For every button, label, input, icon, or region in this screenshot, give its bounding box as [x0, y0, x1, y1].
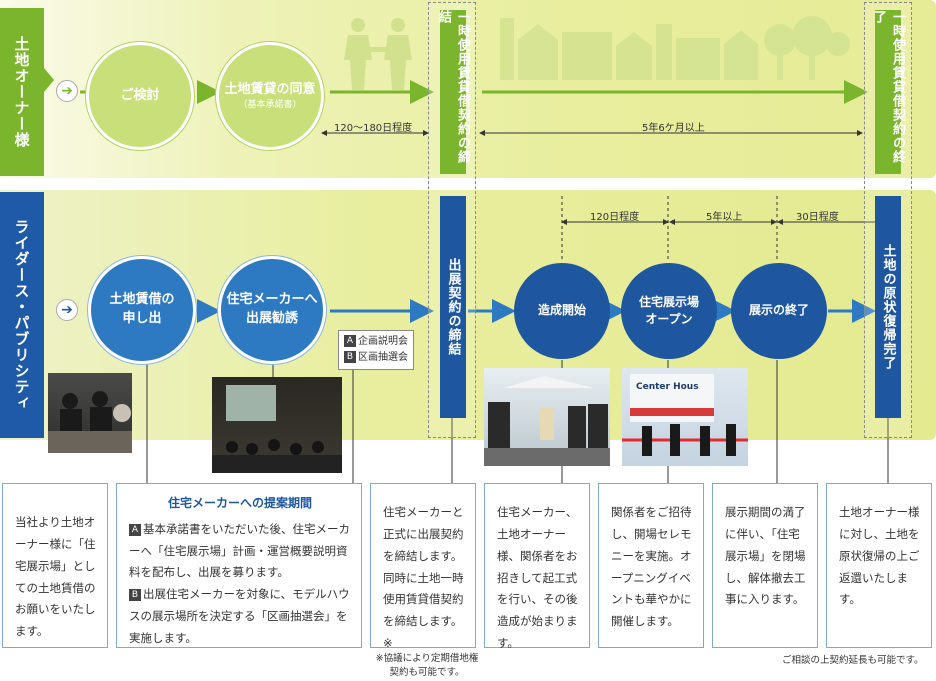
owner-step-consider-label: ご検討	[120, 87, 160, 103]
rider-contract-bar: 出展契約の締結	[440, 196, 466, 418]
owner-end-bar: 一時使用賃貸借契約の終了	[871, 10, 905, 174]
card-open-text: 関係者をご招待し、開場セレモニーを実施。オープニングイベントも華やかに開催します…	[611, 505, 692, 629]
owner-period-label-1: 120〜180日程度	[334, 123, 413, 134]
note-lease-line1: ※協議により定期借地権	[375, 653, 479, 664]
owner-contract-label: 一時使用賃貸借契約の締結	[436, 10, 470, 164]
rider-step-construction-label: 造成開始	[537, 303, 586, 318]
rider-step-invite-line2: 出展勧誘	[245, 311, 298, 326]
meeting-photo	[48, 373, 132, 453]
rider-period-label-a: 120日程度	[590, 212, 640, 223]
ceremony-photo	[484, 368, 610, 466]
rider-step-request-line2: 申し出	[122, 311, 162, 326]
rider-step-open: 住宅展示場オープン	[621, 263, 717, 359]
owner-tab: 土地オーナー様	[0, 8, 44, 176]
ab-b-label: 区画抽選会	[358, 352, 408, 363]
owner-step-agreement-label: 土地賃貸の同意	[224, 81, 316, 97]
badge-b-icon: B	[344, 351, 356, 363]
card-construction-text: 住宅メーカー、土地オーナー様、関係者をお招きして起工式を行い、その後造成が始まり…	[497, 505, 578, 651]
card-proposal-title: 住宅メーカーへの提案期間	[167, 496, 312, 510]
owner-contract-bar: 一時使用賃貸借契約の締結	[436, 10, 470, 174]
rider-restore-bar: 土地の原状復帰完了	[875, 196, 901, 418]
note-extension: ご相談の上契約延長も可能です。	[782, 655, 924, 666]
card-restore: 土地オーナー様に対し、土地を原状復帰の上ご返還いたします。	[826, 483, 932, 648]
owner-tab-pointer	[44, 68, 54, 92]
ab-a-label: 企画説明会	[358, 336, 408, 347]
rider-step-request: 土地賃借の申し出	[88, 256, 196, 364]
rider-step-open-line1: 住宅展示場	[638, 294, 699, 309]
badge-a-icon: A	[344, 335, 356, 347]
card-construction: 住宅メーカー、土地オーナー様、関係者をお招きして起工式を行い、その後造成が始まり…	[484, 483, 590, 651]
rider-period-label-c: 30日程度	[796, 212, 839, 223]
rider-tab: ライダース・パブリシティ	[0, 192, 44, 438]
badge-b-icon: B	[129, 589, 141, 602]
rider-step-open-line2: オープン	[645, 312, 693, 326]
owner-end-label: 一時使用賃貸借契約の終了	[871, 10, 905, 164]
owner-step-agreement-sub: （基本承諾書）	[238, 99, 302, 110]
card-contract-text: 住宅メーカーと正式に出展契約を締結します。同時に土地一時使用賃貸借契約を締結しま…	[383, 505, 464, 651]
owner-step-agreement: 土地賃貸の同意 （基本承諾書）	[216, 42, 324, 150]
opening-photo: Center Hous	[622, 368, 748, 466]
card-request-text: 当社より土地オーナー様に「住宅展示場」としての土地賃借のお願いをいたします。	[15, 515, 96, 639]
center-house-sign: Center Hous	[636, 382, 699, 392]
rider-step-construction: 造成開始	[514, 263, 610, 359]
note-lease: ※協議により定期借地権 契約も可能です。	[372, 652, 482, 680]
note-lease-line2: 契約も可能です。	[389, 666, 465, 678]
start-arrow-icon: ➔	[56, 80, 78, 102]
rider-step-invite: 住宅メーカーへ出展勧誘	[218, 256, 326, 364]
rider-step-invite-line1: 住宅メーカーへ	[226, 292, 318, 308]
card-proposal-b-text: 出展住宅メーカーを対象に、モデルハウスの展示場所を決定する「区画抽選会」を実施し…	[129, 587, 350, 646]
owner-tab-label: 土地オーナー様	[12, 36, 31, 148]
seminar-photo	[212, 377, 342, 473]
rider-step-end: 展示の終了	[731, 263, 827, 359]
town-silhouette	[500, 16, 850, 80]
owner-period-label-2: 5年6ケ月以上	[642, 123, 705, 134]
card-contract: 住宅メーカーと正式に出展契約を締結します。同時に土地一時使用賃貸借契約を締結しま…	[370, 483, 476, 651]
rider-step-end-label: 展示の終了	[748, 303, 809, 318]
rider-restore-label: 土地の原状復帰完了	[880, 244, 896, 370]
card-proposal-a-text: 基本承諾書をいただいた後、住宅メーカーへ「住宅展示場」計画・運営概要説明資料を配…	[129, 521, 350, 580]
card-end: 展示期間の満了に伴い、「住宅展示場」を閉場し、解体撤去工事に入ります。	[712, 483, 818, 648]
card-restore-text: 土地オーナー様に対し、土地を原状復帰の上ご返還いたします。	[839, 505, 920, 607]
rider-step-request-line1: 土地賃借の	[109, 292, 175, 308]
card-end-text: 展示期間の満了に伴い、「住宅展示場」を閉場し、解体撤去工事に入ります。	[725, 505, 806, 607]
handshake-silhouette	[344, 18, 412, 90]
owner-step-consider: ご検討	[86, 42, 194, 150]
rider-period-label-b: 5年以上	[706, 212, 743, 223]
rider-tab-label: ライダース・パブリシティ	[12, 219, 31, 411]
rider-contract-label: 出展契約の締結	[445, 258, 461, 356]
start-arrow-icon: ➔	[56, 299, 78, 321]
badge-a-icon: A	[129, 523, 141, 536]
card-open: 関係者をご招待し、開場セレモニーを実施。オープニングイベントも華やかに開催します…	[598, 483, 704, 648]
card-request: 当社より土地オーナー様に「住宅展示場」としての土地賃借のお願いをいたします。	[2, 483, 108, 648]
